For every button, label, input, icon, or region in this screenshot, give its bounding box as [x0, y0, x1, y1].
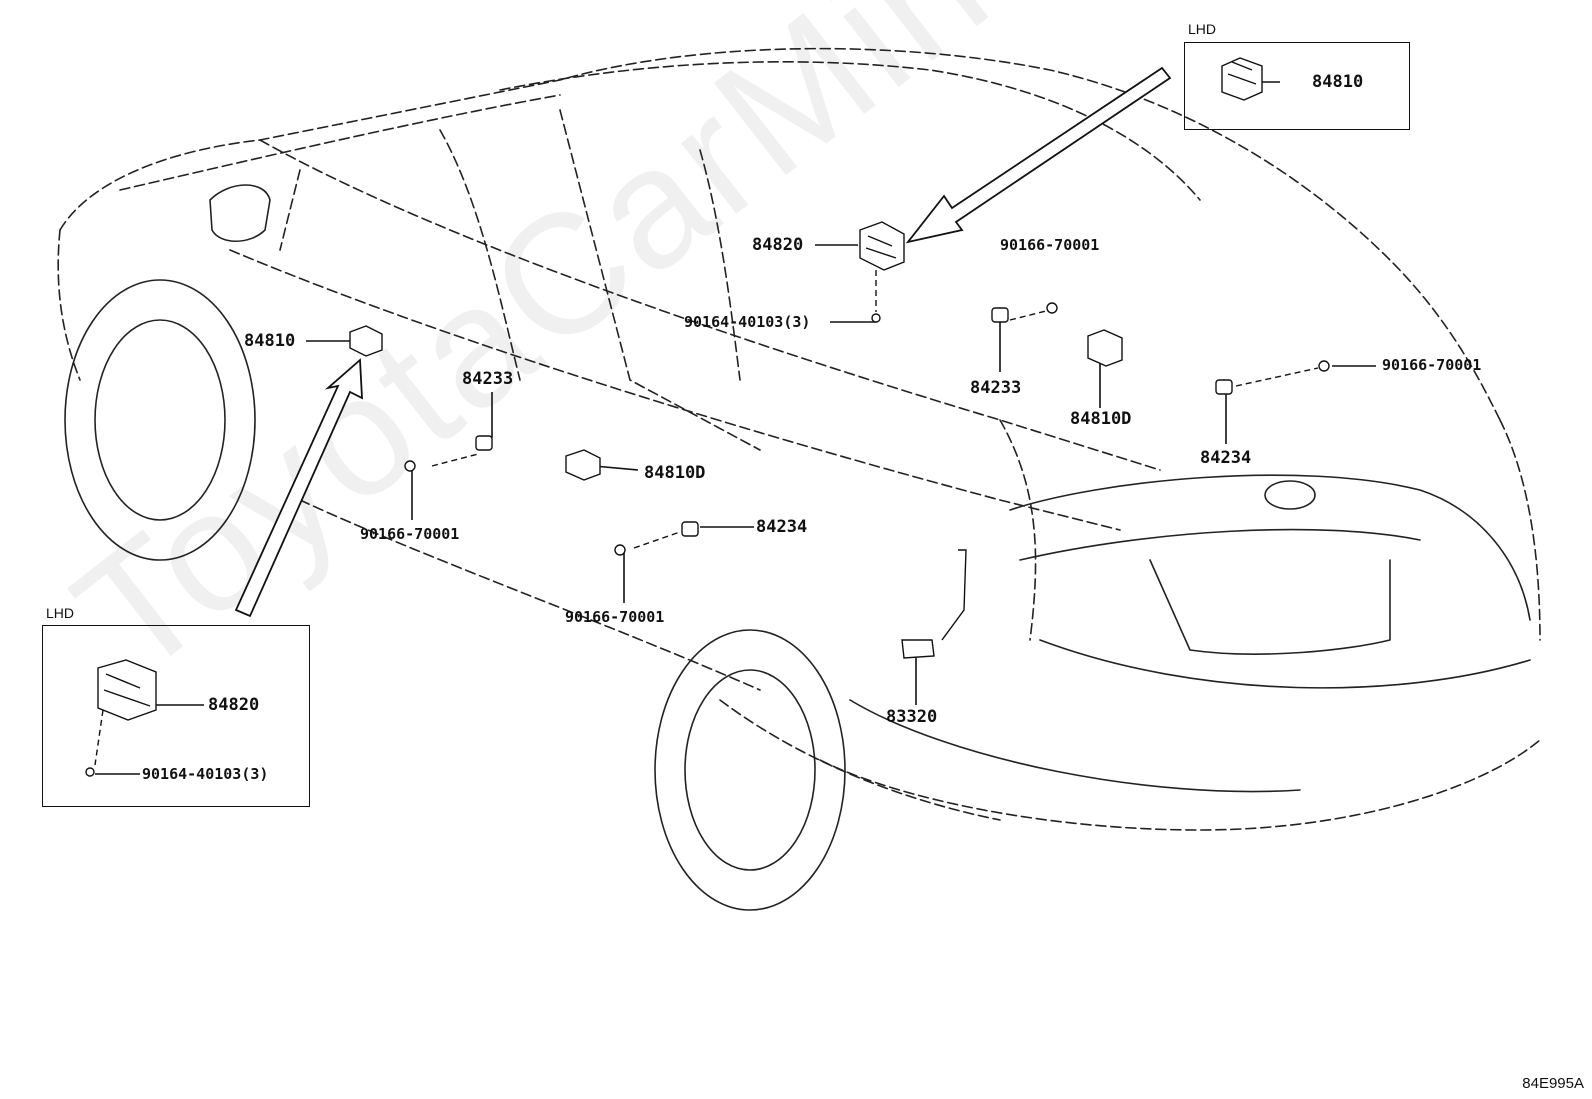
- inset-tag-lhd-top: LHD: [1188, 21, 1217, 37]
- leader-lines: [95, 81, 1376, 775]
- label-90166-70001-b: 90166-70001: [1382, 356, 1482, 374]
- switch-icon-84810-inset: [1221, 57, 1263, 101]
- mirror: [209, 184, 271, 242]
- wheels: [64, 279, 846, 911]
- label-90166-70001-a: 90166-70001: [1000, 236, 1100, 254]
- label-90164-40103: 90164-40103(3): [684, 313, 811, 331]
- screw-icons: [85, 302, 1330, 777]
- clip-icons: [475, 307, 1233, 537]
- label-84810D-b: 84810D: [644, 463, 706, 483]
- inset-tag-lhd-bottom: LHD: [46, 605, 75, 621]
- inset-box-lhd-top: [1184, 42, 1410, 130]
- pointer-arrows: [234, 66, 1172, 618]
- label-84233-b: 84233: [462, 369, 514, 389]
- label-83320: 83320: [886, 707, 938, 727]
- label-84810-inset: 84810: [1312, 72, 1364, 92]
- sensor-icon-83320: [901, 549, 967, 659]
- label-84234-a: 84234: [1200, 448, 1252, 468]
- car-body-outline: [57, 47, 1541, 831]
- label-84810: 84810: [244, 331, 296, 351]
- inset-box-lhd-bottom: [42, 625, 310, 807]
- part-icons: [85, 57, 1330, 777]
- label-84820-inset: 84820: [208, 695, 260, 715]
- label-90166-70001-c: 90166-70001: [360, 525, 460, 543]
- dashed-leaders: [94, 270, 1319, 766]
- diagram-id: 84E995A: [1522, 1075, 1584, 1092]
- switch-icon-84810D-rear: [565, 449, 601, 481]
- label-84234-b: 84234: [756, 517, 808, 537]
- switch-icon-84810-front: [349, 325, 383, 357]
- label-84810D-a: 84810D: [1070, 409, 1132, 429]
- label-84233-a: 84233: [970, 378, 1022, 398]
- switch-icon-84820-center: [859, 221, 905, 271]
- label-90166-70001-d: 90166-70001: [565, 608, 665, 626]
- switch-icon-84820-inset: [97, 659, 157, 721]
- label-84820: 84820: [752, 235, 804, 255]
- rear-body-lines: [849, 474, 1531, 793]
- label-90164-inset: 90164-40103(3): [142, 765, 269, 783]
- switch-icon-84810D-right: [1087, 329, 1123, 367]
